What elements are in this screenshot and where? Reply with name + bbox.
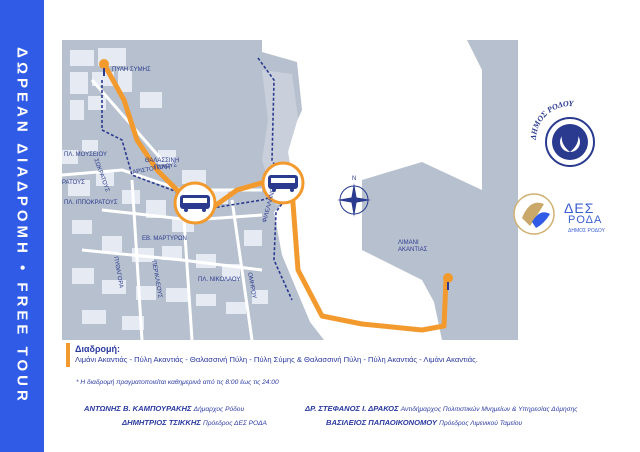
des-roda-logo-icon	[513, 193, 555, 235]
compass-icon: N	[337, 176, 371, 217]
route-description: Λιμάνι Ακαντιάς - Πύλη Ακαντιάς - Θαλασσ…	[75, 355, 478, 364]
svg-text:N: N	[352, 176, 356, 182]
label-ratous: ΡΑΤΟΥΣ	[62, 180, 85, 186]
label-pl-ippokratous: ΠΛ. ΙΠΠΟΚΡΑΤΟΥΣ	[64, 200, 118, 206]
label-ev-martyron: ΕΒ. ΜΑΡΤΥΡΩΝ	[142, 236, 187, 242]
port-land-top	[467, 40, 518, 340]
signatory-name: ΒΑΣΙΛΕΙΟΣ ΠΑΠΑΟΙΚΟΝΟΜΟΥ	[326, 418, 437, 427]
signatory-port-fund: ΒΑΣΙΛΕΙΟΣ ΠΑΠΑΟΙΚΟΝΟΜΟΥ Πρόεδρος Λιμενικ…	[326, 418, 522, 427]
label-pl-mouseiou: ΠΛ. ΜΟΥΣΕΙΟΥ	[64, 152, 108, 158]
map-canvas: N	[62, 40, 518, 340]
signatory-role: Δήμαρχος Ρόδου	[193, 406, 245, 413]
route-map: N ΠΥΛΗ ΣΥΜΗΣ ΠΛ. ΜΟΥΣΕΙΟΥ ΘΑΛΑΣΣΙΝΗ ΠΥΛΗ…	[62, 40, 518, 340]
des-logo-title: ΔΕΣ	[564, 200, 595, 216]
des-logo-sub: ΔΗΜΟΣ ΡΟΔΟΥ	[568, 228, 605, 234]
walking-path-2	[257, 57, 289, 191]
label-pl-nikolaou: ΠΛ. ΝΙΚΟΛΑΟΥ	[198, 277, 241, 283]
signatory-name: ΔΡ. ΣΤΕΦΑΝΟΣ Ι. ΔΡΑΚΟΣ	[305, 404, 399, 413]
pin-pyli-symis	[99, 59, 109, 76]
side-band: ΔΩΡΕΑΝ ΔΙΑΔΡΟΜΗ • FREE TOUR	[0, 0, 44, 452]
signatory-deputy-mayor: ΔΡ. ΣΤΕΦΑΝΟΣ Ι. ΔΡΑΚΟΣ Αντιδήμαρχος Πολι…	[305, 404, 578, 413]
signatory-name: ΑΝΤΩΝΗΣ Β. ΚΑΜΠΟΥΡΑΚΗΣ	[84, 404, 192, 413]
signatory-mayor: ΑΝΤΩΝΗΣ Β. ΚΑΜΠΟΥΡΑΚΗΣ Δήμαρχος Ρόδου	[84, 404, 244, 413]
route-schedule-note: * Η διαδρομή πραγματοποιείται καθημερινά…	[76, 379, 279, 386]
des-logo-city: ΡΟΔΑ	[568, 214, 603, 226]
dimos-rodou-logo: ΔΗΜΟΣ ΡΟΔΟΥ	[529, 100, 595, 167]
label-pyli-symis: ΠΥΛΗ ΣΥΜΗΣ	[112, 67, 151, 73]
signatory-role: Πρόεδρος ΔΕΣ ΡΟΔΑ	[203, 420, 267, 427]
signatory-role: Αντιδήμαρχος Πολιτιστικών Μνημείων & Υπη…	[400, 406, 578, 413]
bus-stop-2	[261, 161, 305, 205]
free-tour-title: ΔΩΡΕΑΝ ΔΙΑΔΡΟΜΗ • FREE TOUR	[13, 47, 31, 405]
bus-stop-1	[173, 181, 217, 225]
route-accent-bar	[66, 343, 70, 367]
route-title: Διαδρομή:	[75, 344, 121, 354]
label-limani-akantias: ΛΙΜΑΝΙ ΑΚΑΝΤΙΑΣ	[398, 240, 428, 253]
port-land	[362, 162, 482, 340]
signatory-role: Πρόεδρος Λιμενικού Ταμείου	[439, 420, 523, 427]
pin-limani-akantias	[443, 273, 453, 290]
signatory-des-president: ΔΗΜΗΤΡΙΟΣ ΤΣΙΚΚΗΣ Πρόεδρος ΔΕΣ ΡΟΔΑ	[122, 418, 267, 427]
label-thalassini-pyli: ΘΑΛΑΣΣΙΝΗ ΠΥΛΗ	[144, 158, 180, 171]
signatory-name: ΔΗΜΗΤΡΙΟΣ ΤΣΙΚΚΗΣ	[122, 418, 201, 427]
